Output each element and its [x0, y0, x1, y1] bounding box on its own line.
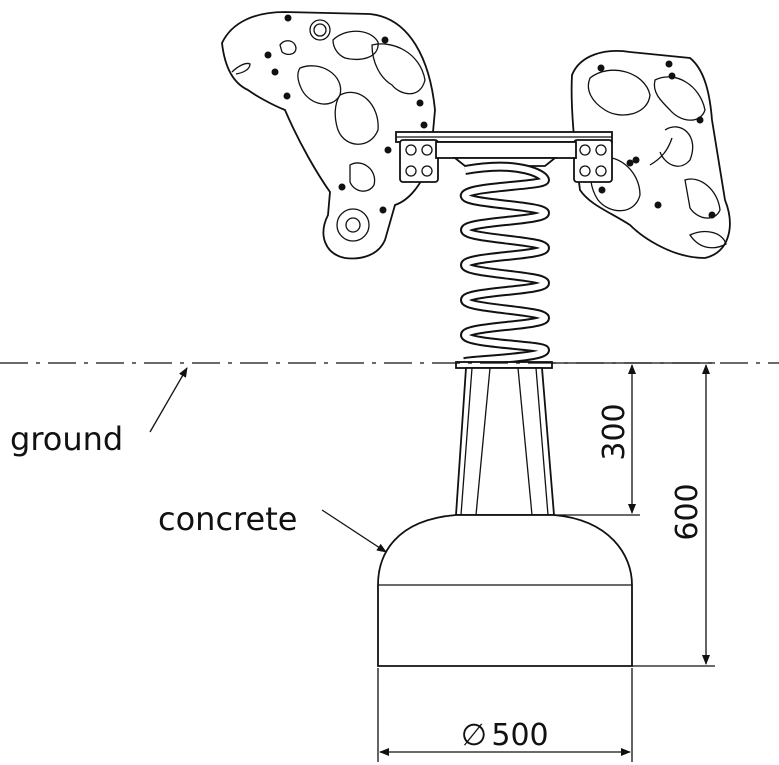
post: [455, 361, 555, 516]
post-height-value: 300: [597, 403, 632, 460]
dimension-base-diameter: [377, 668, 633, 762]
mouth-outline: [231, 62, 251, 75]
handle-ring-inner: [313, 23, 327, 37]
camo-patch: [349, 162, 376, 192]
eye-outline: [279, 40, 297, 55]
bolt-holes: [597, 60, 716, 219]
hinge-outer: [336, 208, 370, 242]
bracket-bolts: [405, 144, 607, 177]
diameter-symbol: ∅: [461, 718, 487, 753]
camo-patch: [332, 30, 379, 61]
base-diameter-value: 500: [491, 718, 548, 753]
handle-ring: [309, 19, 331, 41]
ground-leader: [149, 367, 188, 433]
total-depth-value: 600: [670, 483, 705, 540]
camo-patch: [334, 91, 379, 145]
camo-patch: [653, 76, 706, 121]
top-bracket: [395, 131, 613, 183]
left-seat-panel: [221, 11, 436, 260]
seat-contour: [659, 126, 694, 167]
dimension-post-height: [552, 362, 640, 516]
dimension-total-depth: [632, 362, 715, 667]
concrete-leader: [321, 509, 387, 553]
camo-patch: [684, 178, 721, 219]
concrete-block: [377, 514, 633, 667]
camo-patch: [587, 69, 651, 116]
ground-label: ground: [10, 420, 123, 458]
bolt-holes: [264, 14, 428, 214]
coil-spring: [459, 161, 551, 367]
camo-patch: [689, 230, 727, 249]
seat-contour: [649, 137, 673, 166]
camo-patch: [371, 43, 426, 95]
camo-patch: [297, 65, 342, 105]
hinge-inner: [345, 217, 361, 233]
right-seat-panel: [570, 50, 731, 259]
concrete-label: concrete: [158, 500, 297, 538]
